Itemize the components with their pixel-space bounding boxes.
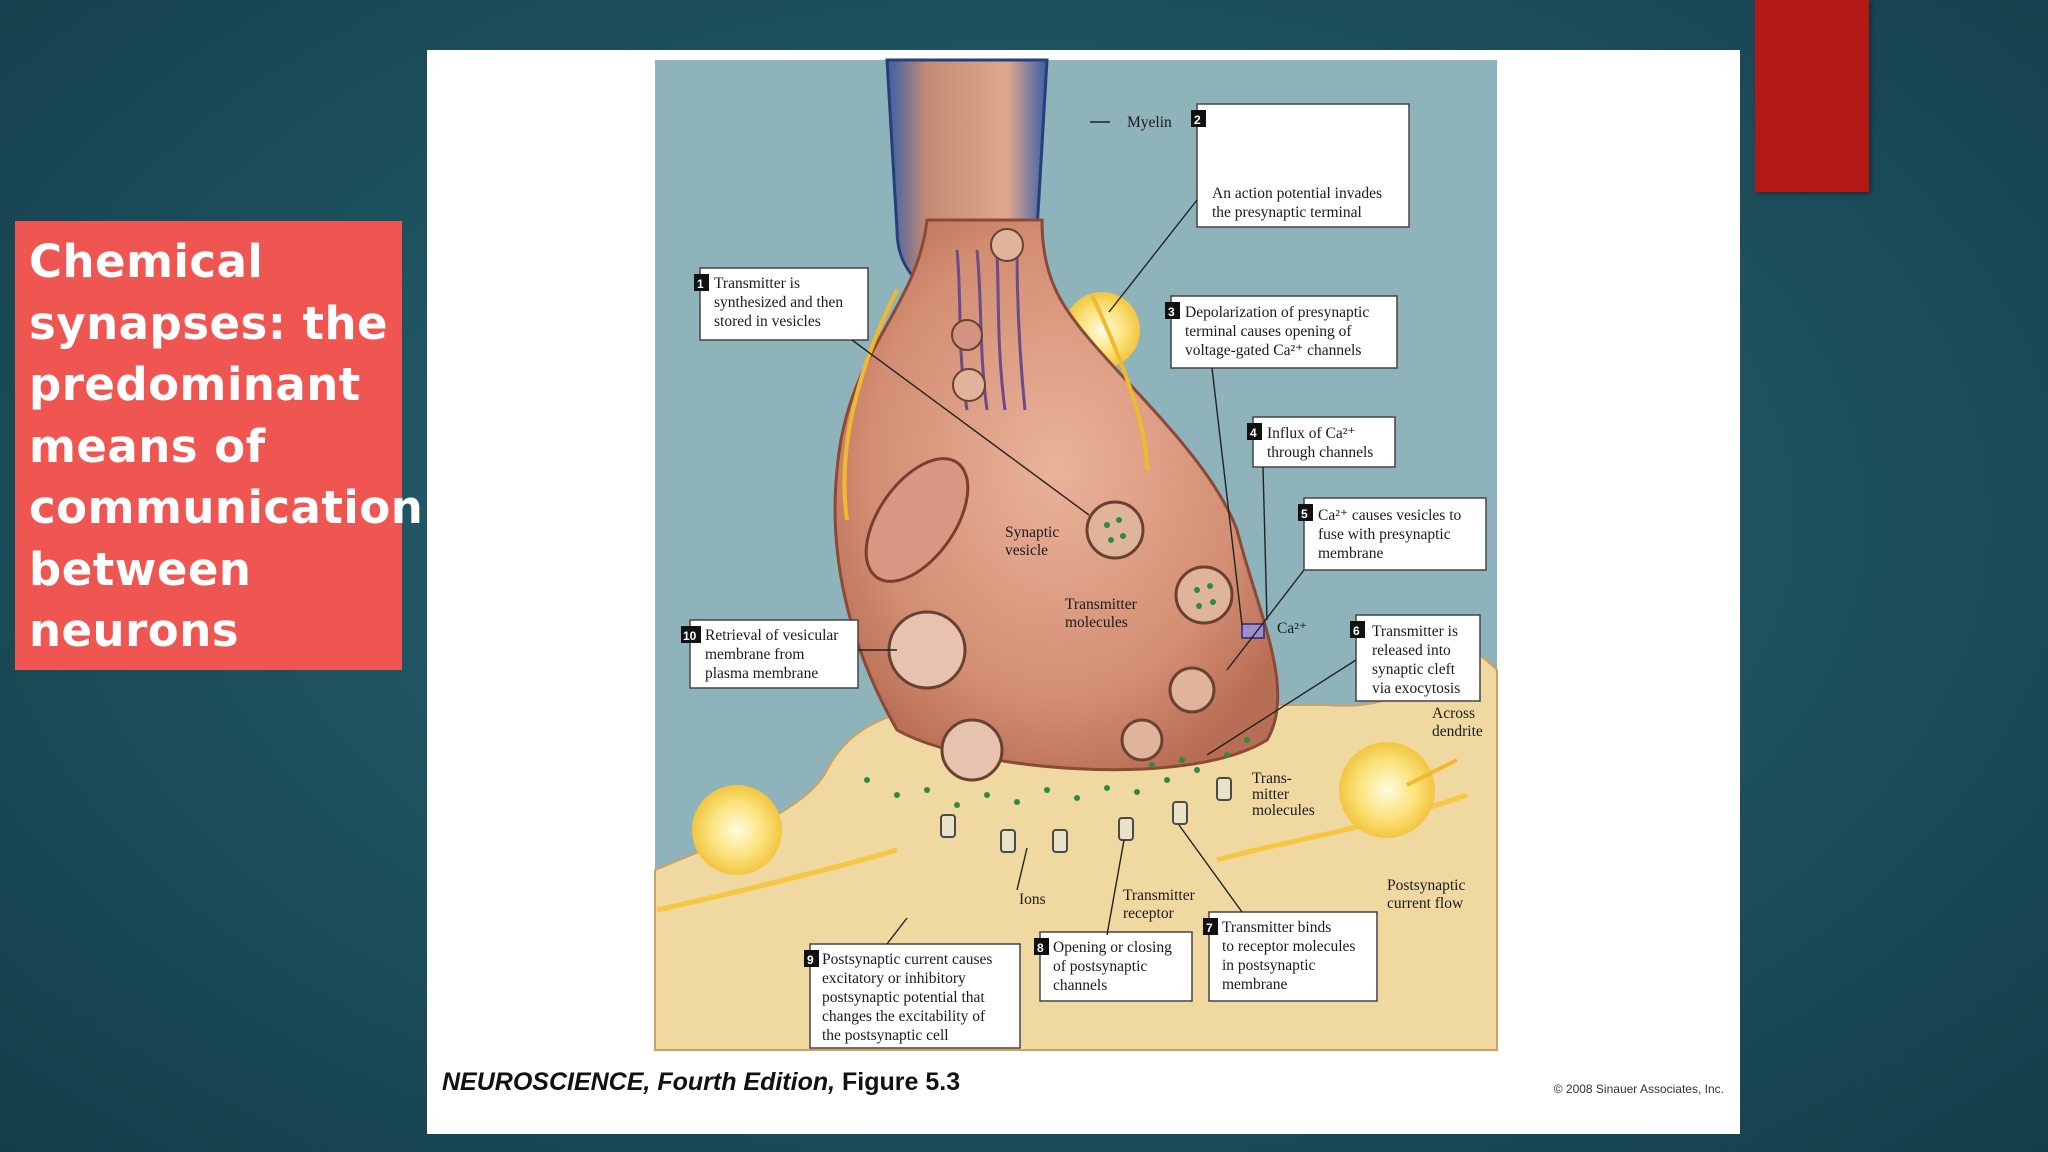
title-line: communication xyxy=(29,481,424,534)
svg-text:6: 6 xyxy=(1353,624,1360,638)
figure-card: Myelin Synaptic vesicle Transmitter mole… xyxy=(427,50,1740,1134)
svg-text:7: 7 xyxy=(1206,921,1213,935)
title-line: predominant xyxy=(29,358,361,411)
calcium-label: Ca²⁺ xyxy=(1277,620,1307,637)
mitochondrion xyxy=(864,457,970,583)
title-line: Chemical xyxy=(29,235,264,288)
caption-figure: Figure 5.3 xyxy=(835,1068,961,1096)
figure-caption: NEUROSCIENCE, Fourth Edition, Figure 5.3 xyxy=(442,1068,960,1097)
postsynaptic-current-flow-label: Postsynaptic current flow xyxy=(1387,877,1469,912)
depolarization-flash xyxy=(1339,742,1435,838)
title-line: means of xyxy=(29,419,266,473)
svg-text:Influx of Ca²⁺through channels: Influx of Ca²⁺through channels xyxy=(1267,425,1373,461)
transmitter-receptors xyxy=(940,777,1232,853)
calcium-channel xyxy=(1241,623,1265,639)
trans-mitter-molecules-label: Trans- mitter molecules xyxy=(1252,770,1315,819)
title-line: neurons xyxy=(29,604,240,657)
svg-text:2: 2 xyxy=(1194,113,1201,127)
leader-lines xyxy=(851,121,1357,945)
svg-text:5: 5 xyxy=(1301,507,1308,521)
synaptic-vesicle-label: Synaptic vesicle xyxy=(1005,524,1063,559)
svg-text:1: 1 xyxy=(697,277,704,291)
slide-title-box: Chemical synapses: the predominant means… xyxy=(15,221,424,670)
transmitter-dots xyxy=(864,517,1250,808)
svg-text:8: 8 xyxy=(1037,941,1044,955)
svg-text:10: 10 xyxy=(683,629,697,643)
caption-edition: Fourth Edition, xyxy=(650,1068,836,1096)
synapse-diagram: Myelin Synaptic vesicle Transmitter mole… xyxy=(654,58,1498,1051)
slide-title: Chemical synapses: the predominant means… xyxy=(29,231,424,662)
myelin-label: Myelin xyxy=(1127,114,1172,131)
synaptic-vesicles xyxy=(887,228,1234,782)
transmitter-receptor-label: Transmitter receptor xyxy=(1123,887,1199,922)
title-line: between xyxy=(29,542,252,596)
svg-text:4: 4 xyxy=(1250,426,1257,440)
ions-label: Ions xyxy=(1019,891,1046,908)
corner-accent-tab xyxy=(1755,0,1869,192)
depolarization-flash xyxy=(692,785,782,875)
transmitter-molecules-label: Transmitter molecules xyxy=(1065,596,1141,631)
caption-book: NEUROSCIENCE, xyxy=(442,1068,651,1096)
current-flow-arrows xyxy=(842,289,1458,787)
title-line: synapses: the xyxy=(29,296,389,350)
copyright-notice: © 2008 Sinauer Associates, Inc. xyxy=(1553,1082,1724,1096)
svg-text:9: 9 xyxy=(807,953,814,967)
across-dendrite-label: Across dendrite xyxy=(1432,705,1483,740)
svg-text:3: 3 xyxy=(1168,305,1175,319)
step-box-4: 4 Influx of Ca²⁺through channels xyxy=(1247,416,1396,468)
